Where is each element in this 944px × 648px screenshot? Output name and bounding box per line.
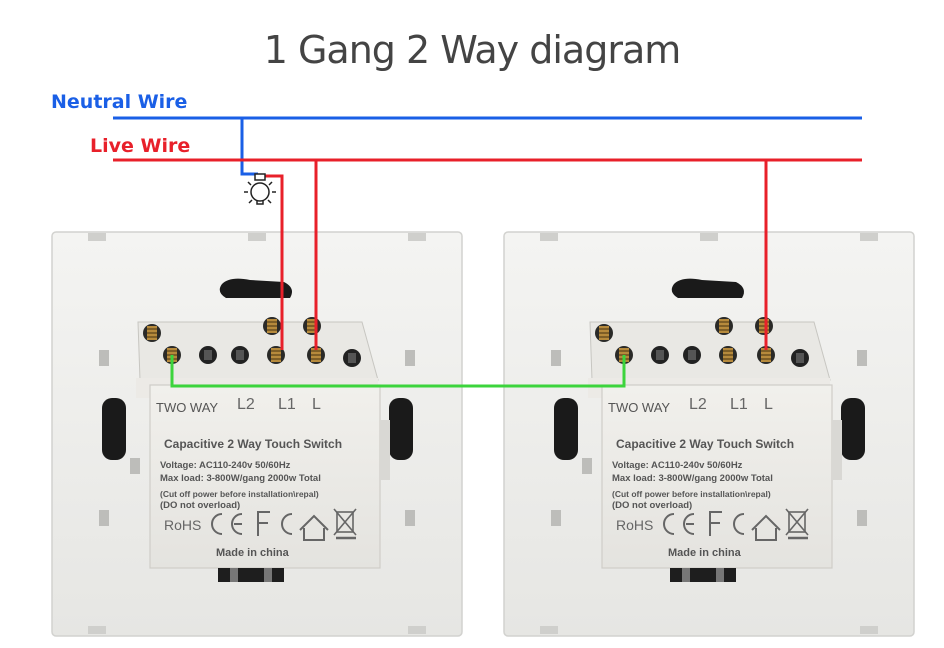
live-wire-label: Live Wire — [90, 135, 191, 157]
light-bulb-icon — [244, 173, 276, 205]
indoor-use-icon — [751, 514, 781, 541]
ce-mark-icon — [663, 513, 695, 535]
weee-bin-icon — [785, 508, 809, 540]
terminal-label-l2: L2 — [237, 396, 255, 413]
weee-bin-icon — [333, 508, 357, 540]
neutral-wire — [113, 116, 862, 176]
origin-label: Made in china — [668, 547, 742, 559]
product-name: Capacitive 2 Way Touch Switch — [616, 437, 794, 451]
origin-label: Made in china — [216, 547, 290, 559]
install-warning: (Cut off power before installation\repal… — [160, 489, 319, 499]
mounting-slot-right — [841, 398, 865, 460]
fc-mark-icon — [257, 511, 293, 536]
mounting-slot-top — [219, 278, 292, 298]
overload-warning: (DO not overload) — [160, 500, 240, 511]
mode-label: TWO WAY — [608, 400, 670, 415]
mounting-slot-left — [554, 398, 578, 460]
diagram-title: 1 Gang 2 Way diagram — [263, 28, 682, 72]
terminal-label-l2: L2 — [689, 396, 707, 413]
install-warning: (Cut off power before installation\repal… — [612, 489, 771, 499]
voltage-spec: Voltage: AC110-240v 50/60Hz — [612, 460, 743, 471]
fc-mark-icon — [709, 511, 745, 536]
mounting-slot-top — [671, 278, 744, 298]
terminal-label-l1: L1 — [278, 396, 296, 413]
terminal-label-l1: L1 — [730, 396, 748, 413]
terminal-label-l: L — [764, 396, 773, 413]
max-load-spec: Max load: 3-800W/gang 2000w Total — [160, 473, 321, 484]
ce-mark-icon — [211, 513, 243, 535]
overload-warning: (DO not overload) — [612, 500, 692, 511]
max-load-spec: Max load: 3-800W/gang 2000w Total — [612, 473, 773, 484]
live-wire — [113, 158, 862, 350]
switch-2: TWO WAY L2 L1 L Capacitive 2 Way Touch S… — [503, 231, 915, 637]
indoor-use-icon — [299, 514, 329, 541]
product-name: Capacitive 2 Way Touch Switch — [164, 437, 342, 451]
mounting-slot-right — [389, 398, 413, 460]
rohs-mark: RoHS — [616, 517, 653, 533]
neutral-wire-label: Neutral Wire — [51, 91, 188, 113]
mounting-slot-left — [102, 398, 126, 460]
voltage-spec: Voltage: AC110-240v 50/60Hz — [160, 460, 291, 471]
traveller-link-wire — [170, 355, 626, 388]
rohs-mark: RoHS — [164, 517, 201, 533]
switch-1: TWO WAY L2 L1 L Capacitive 2 Way Touch S… — [51, 231, 463, 637]
terminal-label-l: L — [312, 396, 321, 413]
mode-label: TWO WAY — [156, 400, 218, 415]
